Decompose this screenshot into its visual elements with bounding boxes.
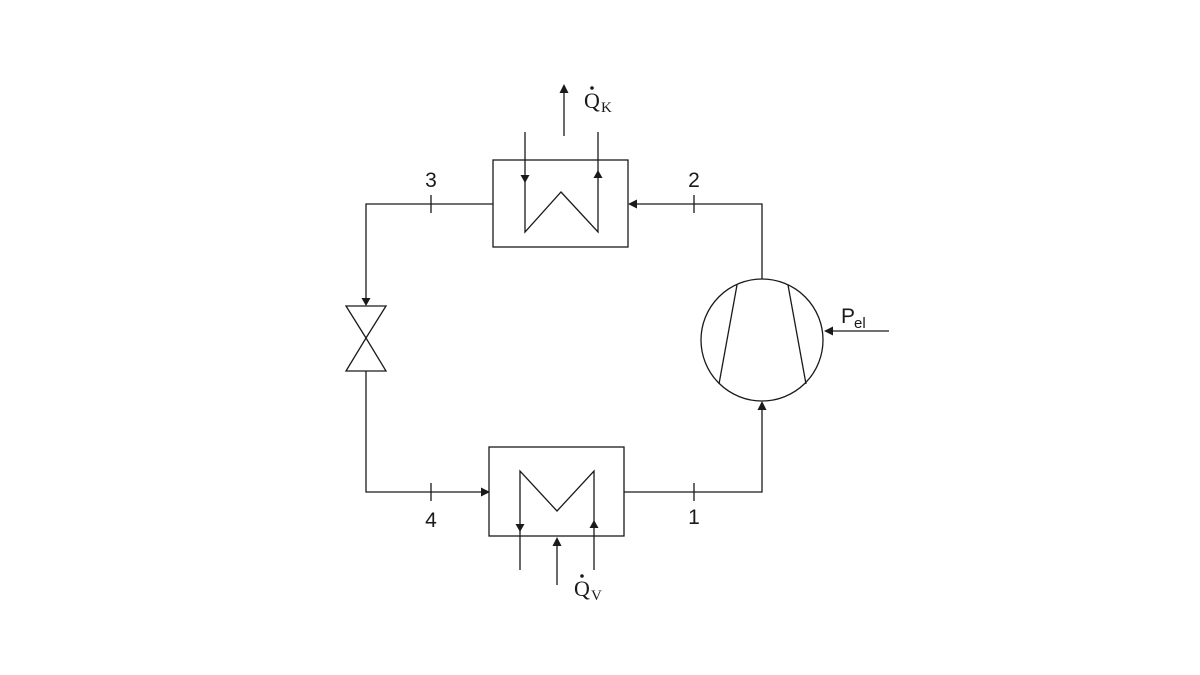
dot-accent xyxy=(590,86,594,90)
svg-text:P: P xyxy=(841,305,855,328)
evaporator-heat-label: Q V xyxy=(574,574,602,604)
pipe-evaporator-to-compressor xyxy=(623,409,763,493)
heat-output-arrow xyxy=(559,84,569,93)
state-label-4: 4 xyxy=(425,509,437,532)
power-input-arrow xyxy=(824,326,833,336)
flow-arrow-into-valve xyxy=(361,298,371,306)
svg-text:Q: Q xyxy=(574,576,590,601)
state-label-3: 3 xyxy=(425,169,437,192)
svg-text:Q: Q xyxy=(584,88,600,113)
svg-text:K: K xyxy=(601,100,612,116)
svg-text:el: el xyxy=(854,315,866,332)
heat-input-arrow xyxy=(552,537,562,546)
compressor xyxy=(700,278,889,402)
pipe-condenser-to-valve xyxy=(365,203,493,299)
condenser xyxy=(492,84,629,248)
expansion-valve xyxy=(344,305,388,372)
power-input-label: P el xyxy=(841,305,866,332)
condenser-heat-label: Q K xyxy=(584,86,612,116)
svg-text:V: V xyxy=(591,588,602,604)
dot-accent xyxy=(580,574,584,578)
flow-arrow-into-compressor xyxy=(757,401,767,410)
flow-arrow-into-evaporator xyxy=(481,487,490,497)
state-label-2: 2 xyxy=(688,169,700,192)
pipe-compressor-to-condenser xyxy=(636,203,763,279)
state-label-1: 1 xyxy=(688,506,700,529)
flow-arrow-into-condenser xyxy=(628,199,637,209)
pipe-valve-to-evaporator xyxy=(365,371,482,493)
evaporator xyxy=(488,446,625,585)
